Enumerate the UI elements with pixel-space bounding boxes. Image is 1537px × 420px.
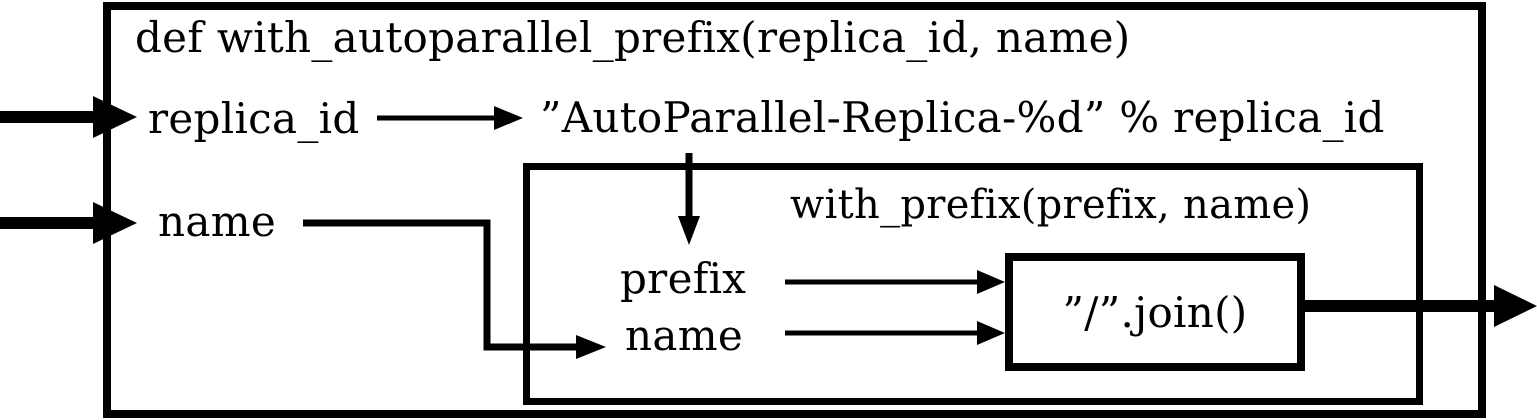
outer-function-title: def with_autoparallel_prefix(replica_id,… bbox=[135, 13, 1131, 62]
input-arrow-name bbox=[0, 202, 137, 244]
input-arrow-replica-id bbox=[0, 96, 137, 138]
arrow-replica-id-to-format bbox=[377, 106, 523, 130]
arrow-name-to-inner-name bbox=[303, 219, 606, 359]
arrow-name-to-join bbox=[785, 321, 1005, 345]
output-arrow bbox=[1298, 285, 1537, 327]
inner-function-title: with_prefix(prefix, name) bbox=[790, 182, 1312, 228]
param-prefix-label: prefix bbox=[620, 254, 747, 303]
join-expression: ”/”.join() bbox=[1062, 287, 1248, 337]
input-replica-id-label: replica_id bbox=[148, 94, 360, 143]
arrow-format-to-prefix bbox=[678, 153, 700, 245]
input-name-label: name bbox=[158, 197, 276, 246]
join-box: ”/”.join() bbox=[1005, 253, 1305, 371]
format-string-expression: ”AutoParallel-Replica-%d” % replica_id bbox=[540, 93, 1385, 142]
inner-function-box bbox=[523, 163, 1423, 405]
arrow-prefix-to-join bbox=[785, 270, 1005, 294]
param-name-label: name bbox=[625, 311, 743, 360]
